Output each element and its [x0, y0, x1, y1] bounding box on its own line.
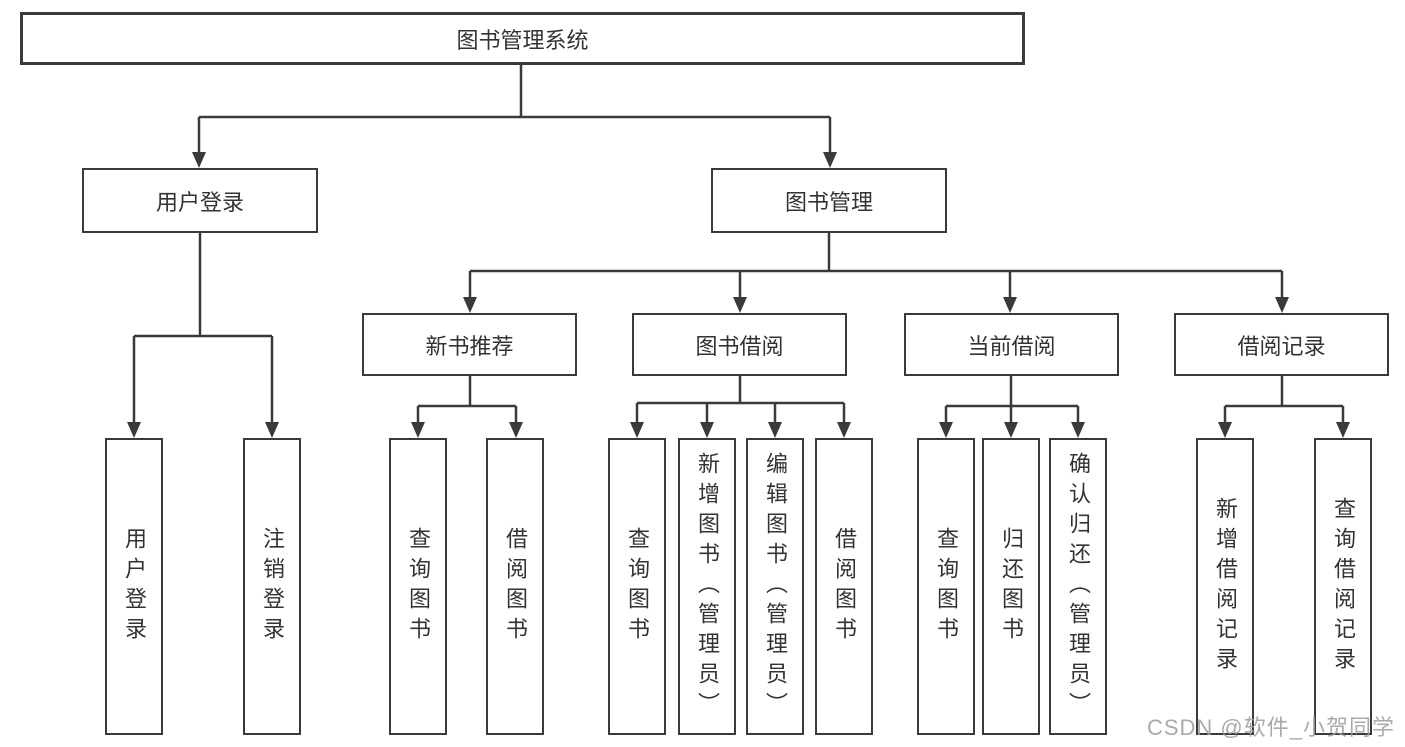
leaf-recommend-query-books: 查询图书	[389, 438, 447, 735]
leaf-current-confirm-return-admin: 确认归还（管理员）	[1049, 438, 1107, 735]
leaf-records-query-record: 查询借阅记录	[1314, 438, 1372, 735]
leaf-recommend-borrow-books: 借阅图书	[486, 438, 544, 735]
leaf-borrow-query-books: 查询图书	[608, 438, 666, 735]
leaf-borrow-edit-books-admin: 编辑图书（管理员）	[746, 438, 804, 735]
leaf-current-query-books: 查询图书	[917, 438, 975, 735]
connector-current-group	[939, 376, 1085, 438]
node-user-login: 用户登录	[82, 168, 318, 233]
node-root-system: 图书管理系统	[20, 12, 1025, 65]
connector-login-branch	[127, 232, 279, 438]
connector-recommend-group	[411, 376, 523, 438]
node-current-borrow: 当前借阅	[904, 313, 1119, 376]
connector-borrow-group	[630, 376, 851, 438]
leaf-user-login: 用户登录	[105, 438, 163, 735]
csdn-watermark: CSDN @软件_小贺同学	[1146, 715, 1395, 740]
leaf-borrow-borrow-books: 借阅图书	[815, 438, 873, 735]
leaf-current-return-books: 归还图书	[982, 438, 1040, 735]
node-new-book-recommend: 新书推荐	[362, 313, 577, 376]
node-book-borrow: 图书借阅	[632, 313, 847, 376]
leaf-borrow-add-books-admin: 新增图书（管理员）	[678, 438, 736, 735]
leaf-records-add-record: 新增借阅记录	[1196, 438, 1254, 735]
node-book-management: 图书管理	[711, 168, 947, 233]
connector-records-group	[1218, 376, 1350, 438]
connector-mgmt-to-level2	[463, 233, 1289, 313]
connector-root-to-level1	[192, 65, 837, 168]
node-borrow-records: 借阅记录	[1174, 313, 1389, 376]
leaf-logout-login: 注销登录	[243, 438, 301, 735]
